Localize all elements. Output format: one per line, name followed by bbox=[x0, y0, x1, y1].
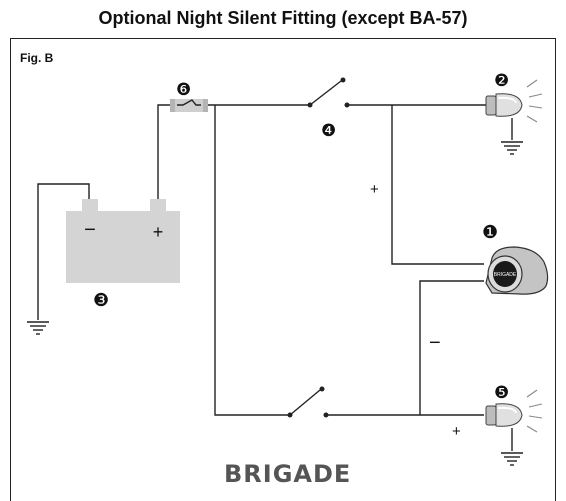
alarm: BRIGADE bbox=[485, 246, 549, 295]
battery-terminal-neg bbox=[82, 199, 98, 211]
wire-junction-switch-bottom bbox=[214, 105, 290, 416]
wires bbox=[37, 104, 513, 451]
diagram-title: Optional Night Silent Fitting (except BA… bbox=[98, 8, 468, 28]
callout-battery: ❸ bbox=[93, 290, 109, 310]
alarm-badge-text: BRIGADE bbox=[494, 272, 517, 278]
brand-logo: BRIGADE bbox=[224, 460, 351, 488]
wire-battery-pos-fuse bbox=[157, 104, 170, 201]
callout-alarm: ❶ bbox=[482, 222, 498, 242]
battery-pos-label: + bbox=[153, 222, 164, 242]
ground-icon-battery bbox=[26, 321, 50, 335]
ground-icon-light-top bbox=[500, 141, 524, 155]
wire-alarm-pos bbox=[391, 105, 484, 265]
callout-switch-top: ❹ bbox=[321, 121, 336, 140]
light-bottom-pos-label: + bbox=[452, 423, 461, 440]
fuse bbox=[170, 99, 208, 112]
figure-label: Fig. B bbox=[20, 51, 54, 65]
wire-battery-neg-ground bbox=[37, 183, 90, 320]
battery: − + bbox=[66, 199, 180, 283]
switch-bottom bbox=[287, 386, 329, 418]
wire-alarm-neg bbox=[419, 280, 484, 415]
light-top bbox=[485, 79, 543, 123]
alarm-pos-label: + bbox=[370, 181, 379, 198]
battery-body bbox=[66, 211, 180, 283]
battery-neg-label: − bbox=[84, 219, 96, 241]
ground-icon-light-bottom bbox=[500, 452, 524, 466]
callout-fuse: ❻ bbox=[176, 80, 191, 99]
switch-top bbox=[307, 77, 350, 108]
callout-light-top: ❷ bbox=[494, 71, 509, 90]
callout-light-bottom: ❺ bbox=[494, 383, 509, 402]
figure-frame bbox=[10, 38, 556, 501]
light-bottom bbox=[485, 389, 543, 433]
alarm-neg-label: − bbox=[429, 332, 441, 354]
battery-terminal-pos bbox=[150, 199, 166, 211]
